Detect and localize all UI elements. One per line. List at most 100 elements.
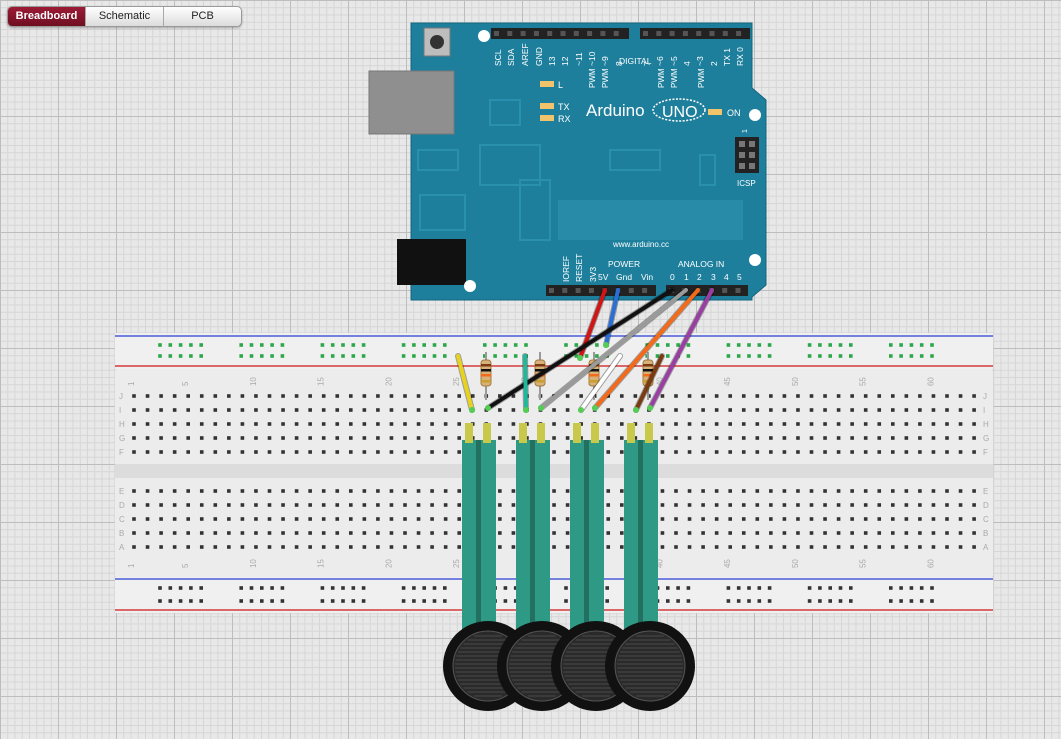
breadboard-hole[interactable] [863, 545, 868, 549]
breadboard-hole[interactable] [728, 503, 732, 507]
breadboard-hole[interactable] [240, 545, 245, 549]
rail-hole[interactable] [260, 599, 264, 603]
breadboard-hole[interactable] [823, 531, 827, 535]
breadboard-hole[interactable] [809, 517, 814, 521]
breadboard-hole[interactable] [498, 450, 502, 454]
rail-hole[interactable] [930, 354, 934, 358]
rail-hole[interactable] [513, 354, 518, 358]
breadboard-hole[interactable] [891, 503, 895, 507]
breadboard-hole[interactable] [687, 517, 692, 521]
rail-hole[interactable] [889, 586, 893, 590]
breadboard-hole[interactable] [349, 545, 353, 549]
breadboard-hole[interactable] [281, 517, 285, 521]
breadboard-hole[interactable] [836, 408, 841, 412]
rail-hole[interactable] [270, 354, 274, 358]
wire-endpoint[interactable] [592, 405, 598, 411]
breadboard-hole[interactable] [362, 394, 367, 398]
breadboard-hole[interactable] [958, 408, 963, 412]
breadboard-hole[interactable] [701, 517, 705, 521]
breadboard-hole[interactable] [498, 422, 502, 426]
breadboard-hole[interactable] [579, 422, 583, 426]
breadboard-hole[interactable] [945, 503, 949, 507]
breadboard-hole[interactable] [254, 436, 258, 440]
wire-gnd-blue[interactable] [604, 288, 620, 347]
breadboard-hole[interactable] [132, 489, 136, 493]
breadboard-hole[interactable] [714, 422, 719, 426]
breadboard-hole[interactable] [891, 436, 895, 440]
breadboard-hole[interactable] [660, 436, 665, 440]
breadboard-hole[interactable] [145, 517, 150, 521]
breadboard-hole[interactable] [958, 489, 963, 493]
header-pin[interactable] [709, 31, 715, 36]
rail-hole[interactable] [199, 343, 203, 347]
breadboard-hole[interactable] [850, 436, 854, 440]
breadboard-hole[interactable] [376, 422, 380, 426]
breadboard-hole[interactable] [349, 489, 353, 493]
breadboard-hole[interactable] [443, 450, 448, 454]
rail-hole[interactable] [432, 354, 437, 358]
rail-hole[interactable] [736, 599, 741, 603]
rail-hole[interactable] [726, 586, 731, 590]
breadboard-hole[interactable] [389, 517, 394, 521]
rail-hole[interactable] [330, 354, 335, 358]
breadboard-hole[interactable] [254, 450, 258, 454]
breadboard-hole[interactable] [660, 517, 665, 521]
breadboard-hole[interactable] [918, 531, 922, 535]
breadboard-hole[interactable] [877, 531, 882, 535]
breadboard-hole[interactable] [199, 450, 204, 454]
breadboard-hole[interactable] [159, 531, 163, 535]
rail-hole[interactable] [919, 354, 924, 358]
breadboard-hole[interactable] [579, 436, 583, 440]
breadboard-hole[interactable] [227, 517, 231, 521]
rail-hole[interactable] [361, 343, 366, 347]
breadboard-hole[interactable] [145, 545, 150, 549]
rail-hole[interactable] [503, 599, 508, 603]
breadboard-hole[interactable] [443, 408, 448, 412]
rail-hole[interactable] [432, 343, 437, 347]
breadboard-hole[interactable] [714, 450, 719, 454]
breadboard-hole[interactable] [199, 394, 204, 398]
rail-hole[interactable] [443, 343, 447, 347]
breadboard-hole[interactable] [335, 436, 340, 440]
header-pin[interactable] [562, 288, 568, 293]
breadboard-hole[interactable] [958, 531, 963, 535]
breadboard-hole[interactable] [958, 503, 963, 507]
breadboard-hole[interactable] [850, 489, 854, 493]
rail-hole[interactable] [564, 586, 568, 590]
breadboard-hole[interactable] [958, 422, 963, 426]
breadboard-hole[interactable] [321, 394, 326, 398]
rail-hole[interactable] [645, 343, 649, 347]
breadboard-hole[interactable] [945, 436, 949, 440]
breadboard-hole[interactable] [254, 394, 258, 398]
breadboard-hole[interactable] [701, 436, 705, 440]
breadboard-hole[interactable] [687, 422, 692, 426]
wire-endpoint[interactable] [647, 405, 653, 411]
rail-hole[interactable] [818, 343, 822, 347]
rail-hole[interactable] [330, 343, 335, 347]
rail-hole[interactable] [828, 343, 832, 347]
breadboard-hole[interactable] [972, 489, 976, 493]
breadboard-hole[interactable] [728, 450, 732, 454]
breadboard-hole[interactable] [741, 408, 746, 412]
rail-hole[interactable] [899, 343, 903, 347]
wire-teal[interactable] [523, 354, 528, 412]
breadboard-hole[interactable] [918, 436, 922, 440]
rail-hole[interactable] [736, 343, 741, 347]
breadboard-hole[interactable] [362, 545, 367, 549]
breadboard-hole[interactable] [620, 503, 624, 507]
breadboard-hole[interactable] [660, 408, 665, 412]
breadboard-hole[interactable] [430, 422, 434, 426]
breadboard-hole[interactable] [836, 436, 841, 440]
breadboard-hole[interactable] [430, 545, 434, 549]
breadboard-hole[interactable] [891, 450, 895, 454]
wire-endpoint[interactable] [485, 405, 491, 411]
rail-hole[interactable] [249, 354, 254, 358]
breadboard-hole[interactable] [145, 531, 150, 535]
breadboard-hole[interactable] [972, 503, 976, 507]
breadboard-hole[interactable] [308, 503, 312, 507]
breadboard-hole[interactable] [674, 489, 678, 493]
rail-hole[interactable] [361, 599, 366, 603]
header-pin[interactable] [682, 31, 688, 36]
rail-hole[interactable] [930, 343, 934, 347]
rail-hole[interactable] [239, 599, 243, 603]
